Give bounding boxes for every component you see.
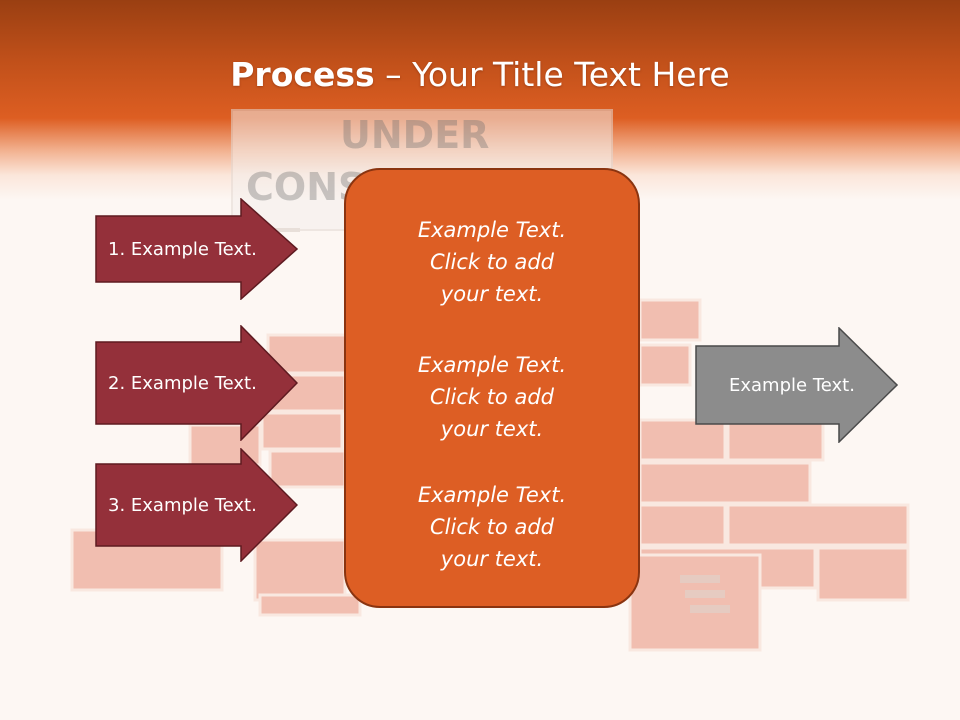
center-text-item-3: Example Text. Click to add your text. xyxy=(346,479,638,575)
left-arrow-3[interactable]: 3. Example Text. xyxy=(95,448,298,562)
center-line: Click to add xyxy=(429,515,554,539)
sign-text-under: UNDER xyxy=(340,113,489,157)
left-arrow-1[interactable]: 1. Example Text. xyxy=(95,198,298,300)
left-arrow-label: 1. Example Text. xyxy=(108,238,257,260)
center-line: Example Text. xyxy=(417,353,567,377)
left-arrow-label: 2. Example Text. xyxy=(108,372,257,394)
left-arrow-2[interactable]: 2. Example Text. xyxy=(95,325,298,441)
center-line: your text. xyxy=(440,417,544,441)
center-text-item-1: Example Text. Click to add your text. xyxy=(346,214,638,310)
center-line: your text. xyxy=(440,282,544,306)
center-line: Click to add xyxy=(429,385,554,409)
slide-title: Process – Your Title Text Here xyxy=(0,52,960,98)
center-text-item-2: Example Text. Click to add your text. xyxy=(346,349,638,445)
arrow-shape-icon xyxy=(95,325,298,441)
title-bold: Process xyxy=(230,55,375,94)
arrow-shape-icon xyxy=(695,327,898,443)
title-rest: – Your Title Text Here xyxy=(374,55,730,94)
center-line: Example Text. xyxy=(417,483,567,507)
left-arrow-label: 3. Example Text. xyxy=(108,494,257,516)
arrow-shape-icon xyxy=(95,448,298,562)
center-text-box[interactable]: Example Text. Click to add your text. Ex… xyxy=(344,168,640,608)
center-line: your text. xyxy=(440,547,544,571)
right-arrow-label: Example Text. xyxy=(729,374,855,396)
right-arrow[interactable]: Example Text. xyxy=(695,327,898,443)
arrow-shape-icon xyxy=(95,198,298,300)
center-line: Click to add xyxy=(429,250,554,274)
center-line: Example Text. xyxy=(417,218,567,242)
